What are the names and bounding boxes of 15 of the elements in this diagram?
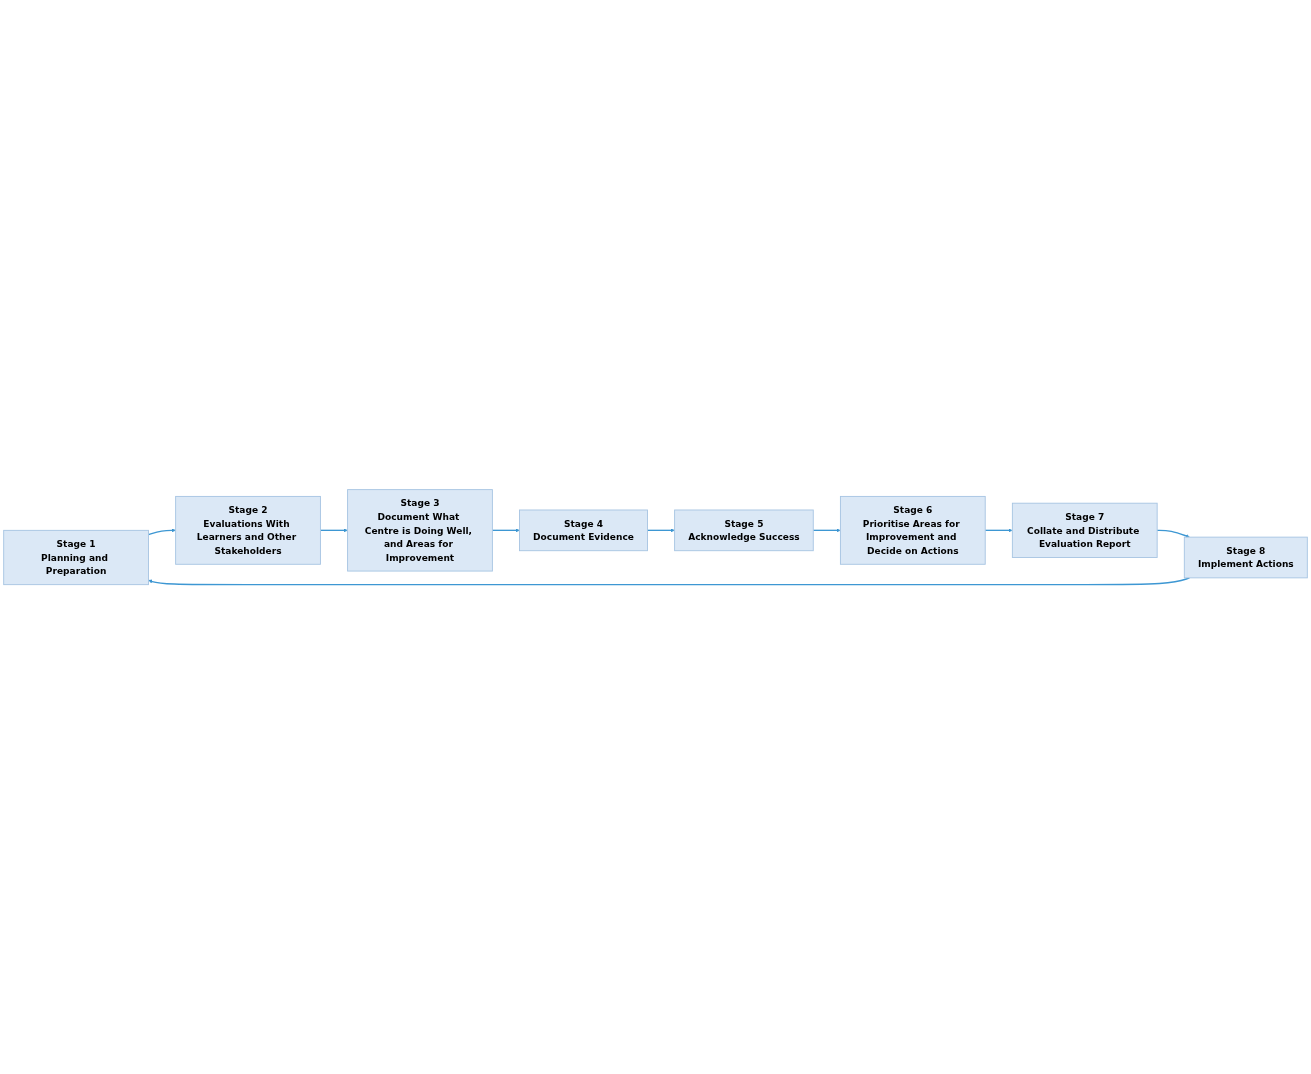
node-box: Stage 7 Collate and Distribute Evaluation Report xyxy=(1011,502,1158,558)
node-box: Stage 2 Evaluations With Learners and Other Stakeholders xyxy=(175,495,321,565)
node-box: Stage 5 Acknowledge Success xyxy=(674,509,814,552)
arrow xyxy=(147,528,176,536)
node-box: Stage 3 Document What Centre is Doing Well, and Areas for Improvement xyxy=(347,489,493,572)
node-box: Stage 8 Implement Actions xyxy=(1183,536,1308,579)
arrow xyxy=(812,528,841,533)
arrow xyxy=(1156,529,1190,538)
arrow xyxy=(319,528,348,533)
node-box: Stage 1 Planning and Preparation xyxy=(3,529,149,585)
arrow xyxy=(491,528,520,533)
arrow xyxy=(646,528,675,533)
arrow xyxy=(984,528,1013,533)
node-box: Stage 6 Prioritise Areas for Improvement and Decide on Actions xyxy=(839,495,986,565)
node-box: Stage 4 Document Evidence xyxy=(519,509,648,552)
